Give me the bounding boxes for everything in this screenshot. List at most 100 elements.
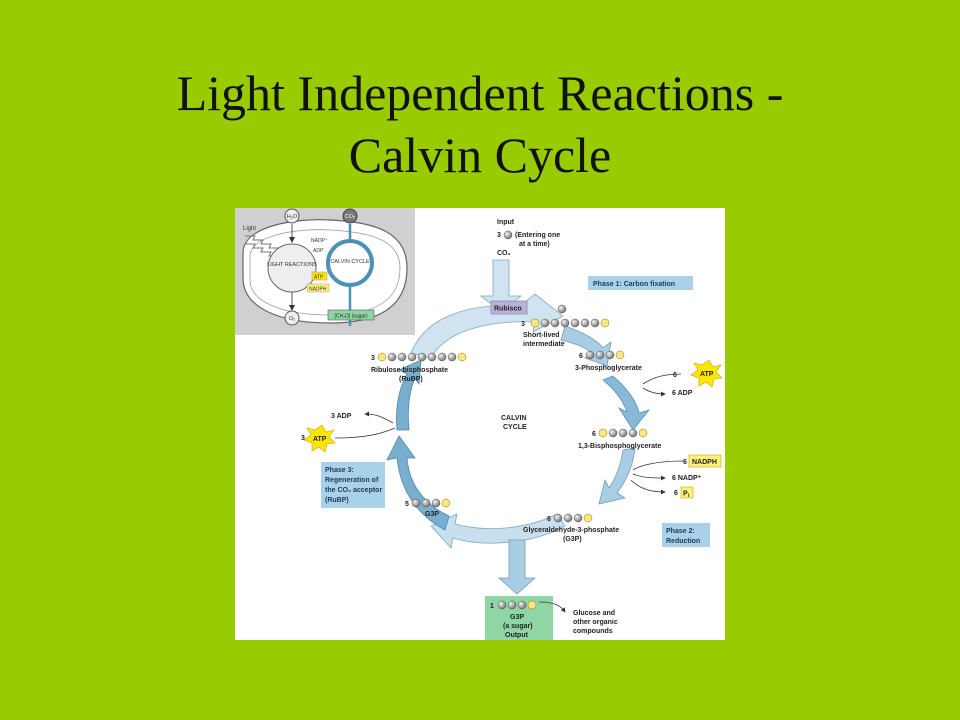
inset-calvin-cycle: CALVIN CYCLE bbox=[330, 259, 370, 265]
carbon-ball bbox=[387, 352, 397, 362]
g3p5-count: 5 bbox=[405, 501, 409, 508]
pga-chain bbox=[585, 350, 625, 360]
g3p5-label: G3P bbox=[425, 511, 439, 518]
phase1-label: Phase 1: Carbon fixation bbox=[593, 281, 675, 288]
co2-molecule-icon bbox=[503, 230, 513, 240]
rubisco-enzyme-box bbox=[490, 300, 528, 315]
phase3-box bbox=[321, 462, 385, 508]
slide-title: Light Independent Reactions - Calvin Cyc… bbox=[0, 62, 960, 186]
nadph-label: NADPH bbox=[692, 459, 717, 466]
bpg-count: 6 bbox=[592, 431, 596, 438]
g3p5-chain bbox=[411, 498, 451, 508]
carbon-ball bbox=[608, 428, 618, 438]
arc-fixation-to-pga bbox=[560, 325, 612, 367]
calvin-center-label-2: CYCLE bbox=[503, 424, 527, 431]
phase2-box bbox=[662, 523, 710, 547]
carbon-ball bbox=[550, 318, 560, 328]
glucose-arrow bbox=[538, 601, 566, 613]
carbon-ball bbox=[411, 498, 421, 508]
carbon-ball bbox=[497, 600, 507, 610]
phosphate-ball bbox=[615, 350, 625, 360]
input-desc-1: (Entering one bbox=[515, 232, 560, 239]
phase2-label-2: Reduction bbox=[666, 538, 700, 545]
inset-h2o-label: H₂O bbox=[287, 214, 298, 220]
arc-reduction-2 bbox=[598, 447, 636, 505]
carbon-ball bbox=[560, 318, 570, 328]
input-count: 3 bbox=[497, 232, 501, 239]
carbon-ball bbox=[590, 318, 600, 328]
carbon-ball bbox=[628, 428, 638, 438]
carbon-ball bbox=[563, 513, 573, 523]
glucose-label-1: Glucose and bbox=[573, 610, 615, 617]
carbon-ball bbox=[437, 352, 447, 362]
bpg-chain bbox=[598, 428, 648, 438]
g3p6-label-1: Glyceraldehyde-3-phosphate bbox=[523, 527, 619, 534]
carbon-ball bbox=[553, 513, 563, 523]
cycle-arrows bbox=[386, 259, 651, 595]
chloroplast-inner-membrane bbox=[249, 229, 401, 316]
light-ray-icon bbox=[245, 235, 279, 249]
output-label-3: Output bbox=[505, 632, 529, 639]
pga-label: 3-Phosphoglycerate bbox=[575, 365, 642, 372]
carbon-ball bbox=[585, 350, 595, 360]
rubp-count: 3 bbox=[371, 355, 375, 362]
nadph-count: 6 bbox=[683, 459, 687, 466]
phase3-label-4: (RuBP) bbox=[325, 497, 349, 504]
arc-top-fixation bbox=[410, 293, 564, 359]
chloroplast-outline bbox=[242, 219, 408, 324]
carbon-ball bbox=[605, 350, 615, 360]
light-ray-icon-2 bbox=[245, 243, 279, 257]
atp3-in-arrow bbox=[334, 427, 396, 439]
carbon-ball bbox=[407, 352, 417, 362]
output-label-2: (a sugar) bbox=[503, 623, 533, 630]
inset-adp: ADP bbox=[313, 248, 324, 254]
phase1-box bbox=[588, 276, 693, 290]
inset-nadph-badge bbox=[306, 283, 330, 293]
carbon-ball bbox=[595, 350, 605, 360]
carbon-ball bbox=[540, 318, 550, 328]
atp3-label: ATP bbox=[313, 436, 327, 443]
carbon-ball bbox=[570, 318, 580, 328]
pi-out-arrow bbox=[630, 479, 666, 495]
atp6-label: ATP bbox=[700, 371, 714, 378]
adp3-out-arrow bbox=[364, 411, 394, 424]
phosphate-ball bbox=[583, 513, 593, 523]
pi-badge bbox=[680, 486, 694, 499]
carbon-ball bbox=[427, 352, 437, 362]
inset-light-label: Light bbox=[243, 226, 256, 232]
carbon-ball bbox=[417, 352, 427, 362]
rubisco-label: Rubisco bbox=[494, 306, 522, 313]
co2-carbon-ball bbox=[557, 304, 567, 314]
rubp-chain bbox=[377, 352, 467, 362]
inset-light-reactions: LIGHT REACTIONS bbox=[267, 262, 317, 268]
carbon-ball bbox=[517, 600, 527, 610]
arc-reduction-1 bbox=[602, 375, 651, 431]
output-g3p-chain bbox=[497, 600, 537, 610]
phase3-label-1: Phase 3: bbox=[325, 467, 354, 474]
atp-burst-icon-2 bbox=[303, 424, 336, 453]
short-lived-label-2: intermediate bbox=[523, 341, 565, 348]
oxygen-icon bbox=[284, 310, 300, 326]
short-lived-label-1: Short-lived bbox=[523, 332, 560, 339]
rubp-label-1: Ribulose bisphosphate bbox=[371, 367, 448, 374]
input-co2: CO₂ bbox=[497, 250, 511, 257]
phosphate-ball bbox=[600, 318, 610, 328]
adp3-label: 3 ADP bbox=[331, 413, 352, 420]
pi-label: P bbox=[683, 491, 688, 498]
carbon-ball bbox=[421, 498, 431, 508]
adp6-out-arrow bbox=[642, 387, 666, 397]
arc-regeneration-1 bbox=[386, 435, 450, 531]
g3p6-count: 6 bbox=[547, 516, 551, 523]
phosphate-ball bbox=[598, 428, 608, 438]
short-lived-count: 3 bbox=[521, 321, 525, 328]
atp3-count: 3 bbox=[301, 435, 305, 442]
output-arrow bbox=[497, 539, 537, 595]
carbon-ball bbox=[573, 513, 583, 523]
inset-co2-label: CO₂ bbox=[345, 214, 355, 220]
calvin-cycle-diagram: Light H₂O CO₂ LIGHT REACTIONS CALVIN CYC… bbox=[235, 208, 725, 640]
phase3-label-3: the CO₂ acceptor bbox=[325, 487, 382, 494]
output-count: 1 bbox=[490, 603, 494, 610]
pga-count: 6 bbox=[579, 353, 583, 360]
carbon-ball bbox=[447, 352, 457, 362]
arc-regeneration-2 bbox=[396, 359, 422, 431]
